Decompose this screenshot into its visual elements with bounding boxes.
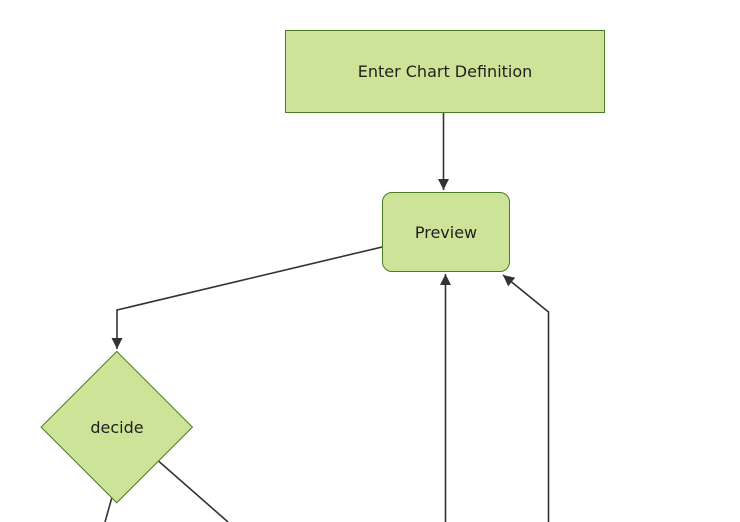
edge-preview-to-decide (111, 246, 383, 349)
node-preview: Preview (382, 192, 510, 272)
node-enter-chart-definition-label: Enter Chart Definition (357, 62, 533, 81)
node-decide-label: decide (47, 413, 187, 441)
node-preview-label: Preview (414, 222, 478, 242)
node-enter-chart-definition: Enter Chart Definition (285, 30, 605, 113)
edge-bottom-right-to-preview (502, 274, 550, 522)
edge-decide-to-offscreen-right (154, 457, 229, 522)
node-decide-label-text: decide (90, 417, 144, 437)
